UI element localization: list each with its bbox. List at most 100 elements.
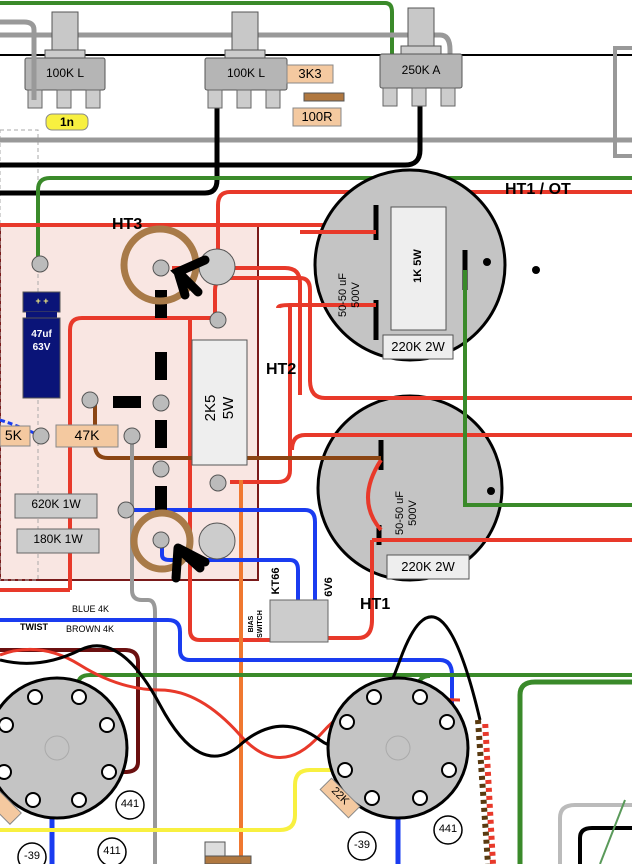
- green-wire-ground: [36, 176, 632, 265]
- label-ht3: HT3: [112, 216, 143, 233]
- red-wire-left: [68, 316, 218, 590]
- trimmer-bar: [303, 92, 345, 102]
- resistor-100r[interactable]: [292, 107, 342, 127]
- mount-hole: [487, 487, 495, 495]
- grey-wire-pot1: [0, 19, 37, 100]
- grey-box: [613, 46, 632, 158]
- arrow-icon: [170, 255, 210, 300]
- resistor-1k-5w[interactable]: [390, 206, 447, 331]
- filter-cap-top-label: 50-50 uF 500V: [337, 255, 363, 335]
- cap-47uf[interactable]: [22, 291, 61, 399]
- red-wire-ht2-drop: [230, 303, 376, 484]
- resistor-2k5-value: 2K5: [202, 394, 219, 422]
- resistor-2k5-watt: 5W: [220, 396, 237, 420]
- darkred-wire: [0, 648, 140, 774]
- diodes: [113, 290, 167, 512]
- voltage-39-left: -39: [24, 850, 40, 862]
- cap-47uf-value: 47uf: [31, 329, 52, 340]
- tube-socket-right[interactable]: [326, 676, 470, 820]
- red-wire-bias: [188, 320, 290, 642]
- label-blue-4k: BLUE 4K: [72, 604, 110, 614]
- resistor-1k-5w-label: 1K 5W: [412, 249, 424, 283]
- resistor-180k[interactable]: [16, 528, 100, 554]
- cap-1n-label: 1n: [59, 115, 74, 129]
- resistor-100r-label: 100R: [301, 109, 333, 124]
- filter-cap-bottom-voltage: 500V: [407, 500, 419, 526]
- arrow-icon: [171, 543, 210, 583]
- voltage-bubble-441-right: [433, 815, 463, 845]
- tube-socket-left[interactable]: [0, 676, 129, 820]
- voltage-39-right: -39: [354, 839, 370, 851]
- blue-wire-bias2: [160, 545, 300, 612]
- pot-master[interactable]: [379, 7, 463, 107]
- label-6v6: 6V6: [323, 577, 335, 597]
- label-twist: TWIST: [20, 622, 48, 632]
- resistor-2k5-label: 2K5 5W: [202, 348, 238, 468]
- mount-hole: [532, 266, 540, 274]
- resistor-620k-label: 620K 1W: [31, 497, 81, 511]
- heater-twist-black: [0, 615, 482, 758]
- resistor-47k-label: 47K: [74, 427, 100, 443]
- resistor-5k-label: 5K: [4, 427, 22, 443]
- cap-47uf-polarity: + +: [35, 296, 49, 306]
- blue-wire-ot: [0, 618, 454, 778]
- voltage-bubble-39-left: [17, 842, 47, 864]
- green-wire-top: [0, 0, 394, 95]
- pot-tone-label: 100K L: [226, 66, 266, 80]
- ht1-ring: [130, 509, 194, 573]
- blue-wire-bias1: [128, 508, 317, 612]
- cap-1n[interactable]: [45, 113, 89, 131]
- label-ht1: HT1: [360, 596, 391, 613]
- red-wire-ht1-ot: [216, 190, 632, 260]
- voltage-411: 411: [103, 845, 121, 857]
- voltage-bubble-441-left: [115, 790, 145, 820]
- resistor-2k5-5w[interactable]: [191, 339, 248, 466]
- label-ht1-ot: HT1 / OT: [505, 181, 571, 198]
- pot-volume[interactable]: [24, 11, 106, 109]
- voltage-bubble-411: [97, 837, 127, 864]
- red-wire-cap2: [290, 433, 632, 451]
- red-wire-ht3-link: [172, 266, 302, 395]
- resistor-180k-label: 180K 1W: [33, 532, 83, 546]
- cap-47uf-voltage: 63V: [32, 342, 51, 353]
- grey-wire-heater: [130, 436, 157, 864]
- label-kt66: KT66: [270, 567, 282, 595]
- voltage-441-left: 441: [120, 798, 140, 810]
- yellow-wire: [0, 768, 345, 832]
- resistor-3k3-label: 3K3: [298, 66, 322, 81]
- voltage-441-right: 441: [438, 823, 458, 835]
- filter-cap-bottom-label: 50-50 uF 500V: [394, 473, 420, 553]
- red-wire-ht1: [320, 540, 374, 640]
- resistor-22k[interactable]: [319, 777, 361, 819]
- resistor-22k-left[interactable]: [0, 791, 22, 825]
- bias-switch[interactable]: [269, 599, 329, 643]
- resistor-220k-top[interactable]: [382, 334, 454, 360]
- pot-volume-label: 100K L: [45, 66, 85, 80]
- black-wire-top: [0, 105, 423, 168]
- grommet-icon: [198, 522, 236, 560]
- pot-master-label: 250K A: [401, 63, 441, 77]
- cap-47uf-label: 47uf 63V: [23, 328, 60, 354]
- resistor-620k[interactable]: [14, 493, 98, 519]
- voltage-bubble-39-right: [347, 831, 377, 861]
- resistor-220k-bottom[interactable]: [386, 554, 470, 580]
- label-ht2: HT2: [266, 361, 297, 378]
- resistor-5k[interactable]: [0, 425, 31, 447]
- green-wire-ground2: [463, 270, 632, 507]
- mount-hole: [483, 258, 491, 266]
- resistor-3k3[interactable]: [286, 64, 334, 84]
- bias-switch-line1: BIAS: [248, 615, 255, 633]
- resistor-220k-top-label: 220K 2W: [391, 339, 445, 354]
- grey-wire-top: [0, 32, 453, 90]
- label-bias-switch: BIAS SWITCH: [247, 604, 265, 644]
- filter-cap-bottom-value: 50-50 uF: [394, 490, 406, 536]
- black-wire-pot2: [0, 102, 220, 196]
- turrets: [31, 255, 227, 549]
- bias-switch-line2: SWITCH: [257, 610, 264, 638]
- label-brown-4k: BROWN 4K: [66, 624, 115, 634]
- resistor-47k[interactable]: [55, 424, 119, 448]
- grommet-icon: [198, 248, 236, 286]
- pot-tone[interactable]: [204, 11, 288, 109]
- resistor-220k-bottom-label: 220K 2W: [401, 559, 455, 574]
